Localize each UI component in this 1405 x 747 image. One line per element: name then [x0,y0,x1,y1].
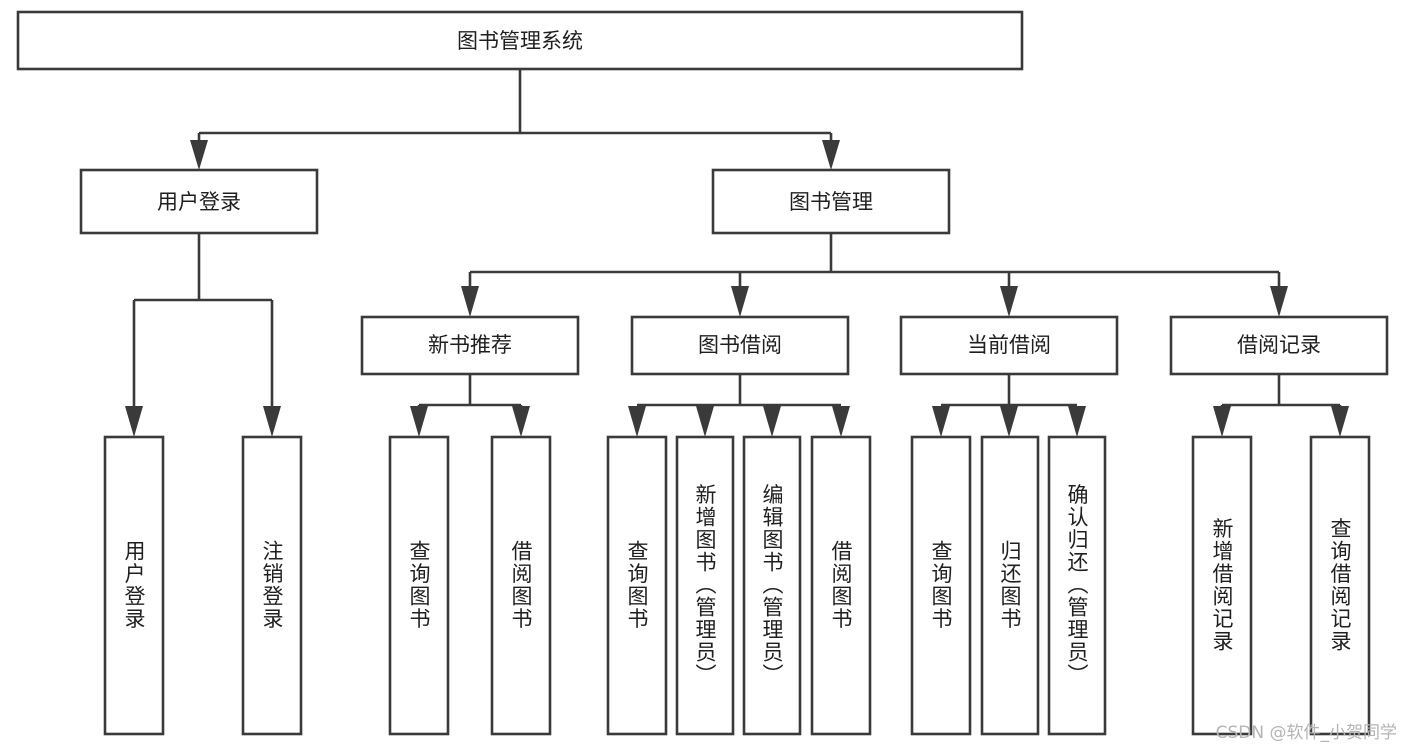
leaf-add-record-box[interactable] [1191,435,1253,736]
leaf-query-book-2[interactable]: 查询图书 [606,435,668,736]
leaf-add-book[interactable]: 新增图书（管理员） [675,435,735,736]
arrow-to-leaf-confirm-return-icon [1068,406,1086,437]
node-borrow-record[interactable]: 借阅记录 [1169,315,1389,376]
node-book-borrow-label: 图书借阅 [698,333,782,357]
node-book-manage-label: 图书管理 [789,190,873,214]
arrow-to-leaf-user-login-icon [125,406,143,437]
node-current-borrow[interactable]: 当前借阅 [899,315,1119,376]
leaf-edit-book[interactable]: 编辑图书（管理员） [742,435,802,736]
node-book-manage[interactable]: 图书管理 [711,168,951,235]
arrow-to-leaf-add-record-icon [1213,406,1231,437]
watermark-label: CSDN @软件_小贺同学 [1215,723,1397,743]
node-book-borrow[interactable]: 图书借阅 [630,315,850,376]
leaf-user-login-label: 用户登录 [122,540,146,630]
leaf-query-book-1-label: 查询图书 [407,540,431,630]
arrow-to-book-borrow-icon [731,286,749,317]
leaf-return-book-label: 归还图书 [998,540,1022,630]
node-root-label: 图书管理系统 [457,29,583,53]
node-root[interactable]: 图书管理系统 [16,10,1024,71]
leaf-confirm-return-label: 确认归还（管理员） [1065,484,1089,687]
leaf-query-record-box[interactable] [1309,435,1371,736]
leaf-query-book-2-box[interactable] [606,435,668,736]
node-user-login[interactable]: 用户登录 [79,168,319,235]
leaf-add-book-box[interactable] [675,435,735,736]
node-current-borrow-box[interactable] [899,315,1119,376]
arrow-to-leaf-query-book-3-icon [932,406,950,437]
leaf-user-login[interactable]: 用户登录 [103,435,165,736]
leaf-borrow-book-2-label: 借阅图书 [829,540,853,630]
leaf-add-book-label: 新增图书（管理员） [693,484,717,687]
arrow-to-new-book-rec-icon [461,286,479,317]
leaf-user-login-box[interactable] [103,435,165,736]
node-user-login-box[interactable] [79,168,319,235]
node-user-login-label: 用户登录 [157,190,241,214]
leaf-borrow-book-1-box[interactable] [490,435,552,736]
leaf-add-record[interactable]: 新增借阅记录 [1191,435,1253,736]
arrow-to-leaf-query-record-icon [1331,406,1349,437]
node-current-borrow-label: 当前借阅 [967,333,1051,357]
arrow-to-leaf-query-book-1-icon [410,406,428,437]
node-book-manage-box[interactable] [711,168,951,235]
node-book-borrow-box[interactable] [630,315,850,376]
leaf-return-book-box[interactable] [980,435,1040,736]
arrow-root-to-bookmanage-icon [822,140,840,170]
arrow-to-leaf-edit-book-icon [763,406,781,437]
leaf-borrow-book-1[interactable]: 借阅图书 [490,435,552,736]
leaf-edit-book-box[interactable] [742,435,802,736]
leaf-return-book[interactable]: 归还图书 [980,435,1040,736]
leaf-query-book-3[interactable]: 查询图书 [910,435,972,736]
leaf-logout-label: 注销登录 [260,540,284,630]
leaf-query-book-3-box[interactable] [910,435,972,736]
leaf-query-book-3-label: 查询图书 [929,540,953,630]
leaf-query-book-1-box[interactable] [388,435,450,736]
arrow-to-leaf-add-book-icon [696,406,714,437]
leaf-edit-book-label: 编辑图书（管理员） [760,484,784,687]
leaf-query-book-2-label: 查询图书 [625,540,649,630]
leaf-borrow-book-1-label: 借阅图书 [509,540,533,630]
arrow-to-leaf-query-book-2-icon [628,406,646,437]
leaf-borrow-book-2[interactable]: 借阅图书 [810,435,872,736]
arrow-to-leaf-return-book-icon [1000,406,1018,437]
leaf-query-record[interactable]: 查询借阅记录 [1309,435,1371,736]
arrow-to-leaf-logout-icon [263,406,281,437]
arrow-to-leaf-borrow-book-2-icon [832,406,850,437]
node-new-book-rec-label: 新书推荐 [428,333,512,357]
leaf-confirm-return-box[interactable] [1047,435,1107,736]
node-new-book-rec[interactable]: 新书推荐 [360,315,580,376]
node-root-box[interactable] [16,10,1024,71]
leaf-logout-box[interactable] [241,435,303,736]
arrow-to-current-borrow-icon [1000,286,1018,317]
leaf-logout[interactable]: 注销登录 [241,435,303,736]
arrow-root-to-userlogin-icon [190,140,208,170]
leaf-borrow-book-2-box[interactable] [810,435,872,736]
leaf-add-record-label: 新增借阅记录 [1210,518,1234,653]
leaf-query-record-label: 查询借阅记录 [1328,518,1352,653]
node-borrow-record-box[interactable] [1169,315,1389,376]
leaf-query-book-1[interactable]: 查询图书 [388,435,450,736]
arrow-to-borrow-record-icon [1270,286,1288,317]
leaf-confirm-return[interactable]: 确认归还（管理员） [1047,435,1107,736]
node-new-book-rec-box[interactable] [360,315,580,376]
arrow-to-leaf-borrow-book-1-icon [512,406,530,437]
node-borrow-record-label: 借阅记录 [1237,333,1321,357]
connector-layer [125,69,1349,437]
